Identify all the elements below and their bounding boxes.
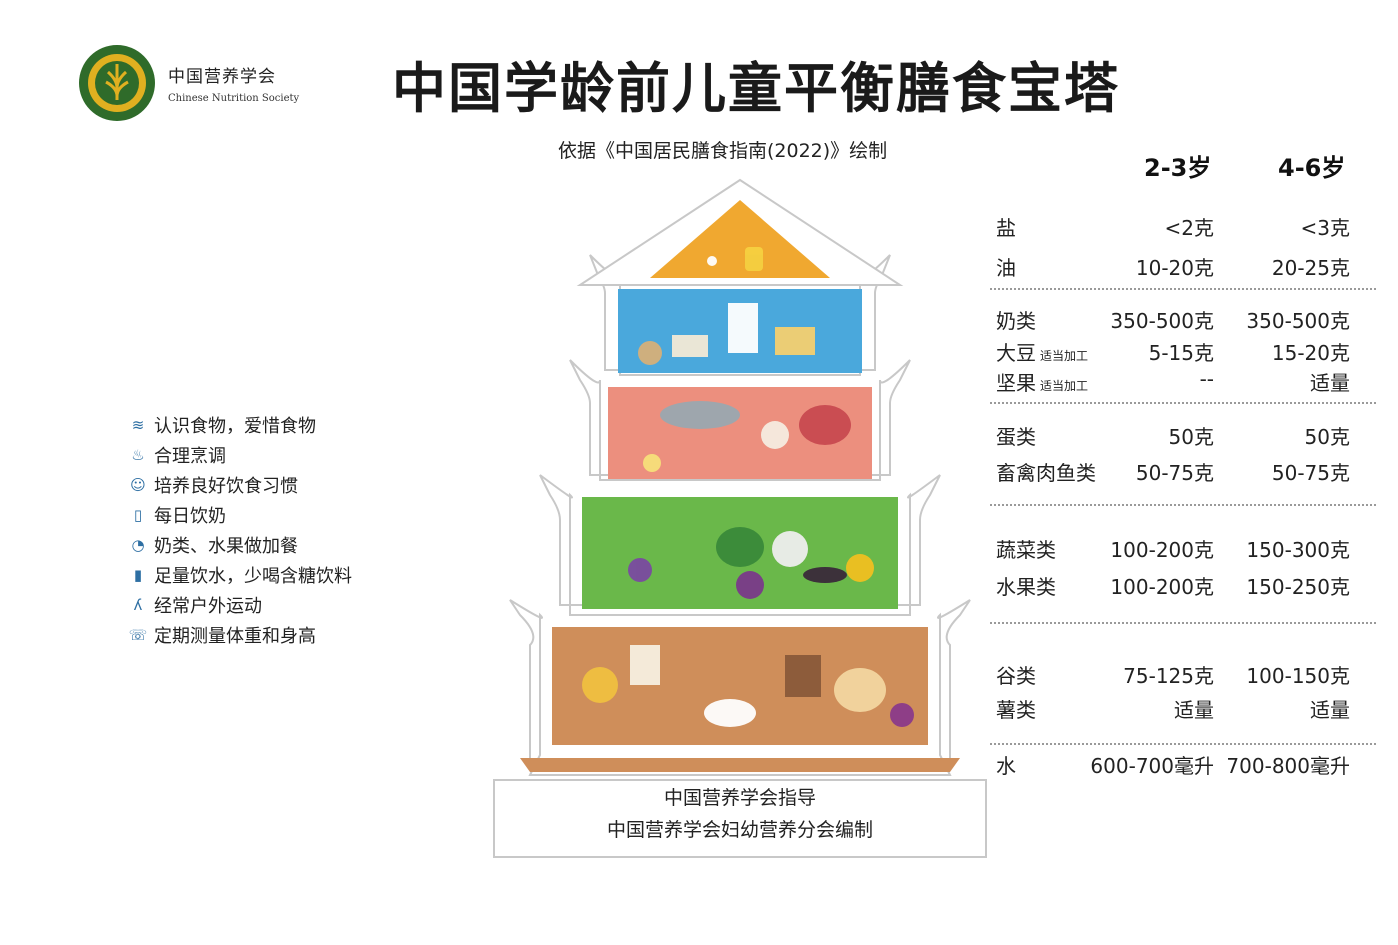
food-pagoda (493, 178, 987, 858)
footer-guidance: 中国营养学会指导 (663, 787, 816, 809)
amount-2-3: 350-500克 (1110, 309, 1214, 333)
row-egg: 蛋类 50克 50克 (996, 421, 1356, 451)
food-name: 水 (996, 754, 1016, 778)
separator (990, 743, 1376, 745)
row-soybean: 大豆适当加工 5-15克 15-20克 (996, 337, 1356, 367)
tip-label: 合理烹调 (154, 446, 226, 467)
row-meat: 畜禽肉鱼类 50-75克 50-75克 (996, 457, 1356, 487)
water-cup-icon: ▮ (133, 566, 143, 584)
separator (990, 288, 1376, 290)
amount-4-6: 20-25克 (1271, 256, 1350, 280)
footer-compiler: 中国营养学会妇幼营养分会编制 (606, 819, 873, 841)
pagoda-base (493, 779, 987, 858)
age-header-2-3: 2-3岁 (1144, 154, 1212, 182)
book-icon: ≋ (131, 416, 145, 434)
tip-label: 每日饮奶 (154, 506, 226, 527)
tip-label: 认识食物，爱惜食物 (154, 416, 316, 437)
separator (990, 622, 1376, 624)
tip-item: ☺ 培养良好饮食习惯 (128, 470, 352, 500)
org-name-cn: 中国营养学会 (168, 67, 276, 87)
food-name: 奶类 (996, 309, 1036, 333)
tip-label: 足量饮水，少喝含糖饮料 (154, 566, 352, 587)
tip-label: 经常户外运动 (154, 596, 262, 617)
amount-2-3: 适量 (1174, 698, 1214, 722)
row-fruit: 水果类 100-200克 150-250克 (996, 571, 1356, 601)
amount-4-6: 50-75克 (1271, 461, 1350, 485)
child-icon: ☺ (130, 476, 146, 494)
runner-icon: ʎ (133, 596, 143, 614)
row-water: 水 600-700毫升 700-800毫升 (996, 750, 1356, 780)
tier-oil-salt (650, 200, 830, 278)
food-name: 薯类 (996, 698, 1036, 722)
amount-2-3: 600-700毫升 (1090, 754, 1214, 778)
tip-item: ▯ 每日饮奶 (128, 500, 352, 530)
tip-item: ☏ 定期测量体重和身高 (128, 620, 352, 650)
amount-4-6: 350-500克 (1246, 309, 1350, 333)
amount-2-3: 75-125克 (1123, 664, 1214, 688)
row-tuber: 薯类 适量 适量 (996, 694, 1356, 724)
amount-4-6: 50克 (1304, 425, 1350, 449)
food-name: 谷类 (996, 664, 1036, 688)
age-header-4-6: 4-6岁 (1278, 154, 1346, 182)
tip-label: 定期测量体重和身高 (154, 626, 316, 647)
food-name: 大豆适当加工 (996, 341, 1089, 365)
row-nuts: 坚果适当加工 -- 适量 (996, 367, 1356, 397)
scale-icon: ☏ (128, 626, 148, 644)
food-name: 油 (996, 256, 1016, 280)
tip-item: ʎ 经常户外运动 (128, 590, 352, 620)
amount-2-3: 10-20克 (1135, 256, 1214, 280)
amount-4-6: 150-250克 (1246, 575, 1350, 599)
org-name-en: Chinese Nutrition Society (168, 93, 300, 104)
tip-item: ▮ 足量饮水，少喝含糖饮料 (128, 560, 352, 590)
row-dairy: 奶类 350-500克 350-500克 (996, 305, 1356, 335)
amount-2-3: <2克 (1164, 216, 1214, 240)
food-name: 蛋类 (996, 425, 1036, 449)
amount-4-6: 适量 (1310, 371, 1350, 395)
row-salt: 盐 <2克 <3克 (996, 212, 1356, 242)
amount-2-3: 50克 (1168, 425, 1214, 449)
amount-4-6: 150-300克 (1246, 538, 1350, 562)
food-name: 畜禽肉鱼类 (996, 461, 1096, 485)
tip-item: ◔ 奶类、水果做加餐 (128, 530, 352, 560)
snack-icon: ◔ (131, 536, 145, 554)
page-title: 中国学龄前儿童平衡膳食宝塔 (392, 57, 1120, 120)
tip-label: 培养良好饮食习惯 (154, 476, 298, 497)
page-subtitle: 依据《中国居民膳食指南(2022)》绘制 (558, 140, 888, 162)
food-name: 坚果适当加工 (996, 371, 1089, 395)
tips-list: ≋ 认识食物，爱惜食物 ♨ 合理烹调 ☺ 培养良好饮食习惯 ▯ 每日饮奶 ◔ 奶类、水果做… (128, 410, 352, 650)
tip-label: 奶类、水果做加餐 (154, 536, 298, 557)
food-illustrations (582, 247, 914, 727)
amount-4-6: 适量 (1310, 698, 1350, 722)
cooking-icon: ♨ (131, 446, 145, 464)
milk-icon: ▯ (133, 506, 143, 524)
society-logo (79, 45, 155, 121)
row-vegetable: 蔬菜类 100-200克 150-300克 (996, 534, 1356, 564)
row-grain: 谷类 75-125克 100-150克 (996, 660, 1356, 690)
tip-item: ♨ 合理烹调 (128, 440, 352, 470)
amount-4-6: 700-800毫升 (1226, 754, 1350, 778)
tip-item: ≋ 认识食物，爱惜食物 (128, 410, 352, 440)
amount-2-3: 100-200克 (1110, 538, 1214, 562)
food-note: 适当加工 (1040, 349, 1089, 363)
food-note: 适当加工 (1040, 379, 1089, 393)
amount-4-6: 100-150克 (1246, 664, 1350, 688)
separator (990, 402, 1376, 404)
amount-2-3: 100-200克 (1110, 575, 1214, 599)
amount-2-3: 5-15克 (1148, 341, 1214, 365)
amount-4-6: <3克 (1300, 216, 1350, 240)
separator (990, 504, 1376, 506)
amount-4-6: 15-20克 (1271, 341, 1350, 365)
food-name: 蔬菜类 (996, 538, 1056, 562)
amount-2-3: -- (1199, 367, 1214, 391)
food-name: 水果类 (996, 575, 1056, 599)
amount-2-3: 50-75克 (1135, 461, 1214, 485)
food-name: 盐 (996, 216, 1016, 240)
row-oil: 油 10-20克 20-25克 (996, 252, 1356, 282)
